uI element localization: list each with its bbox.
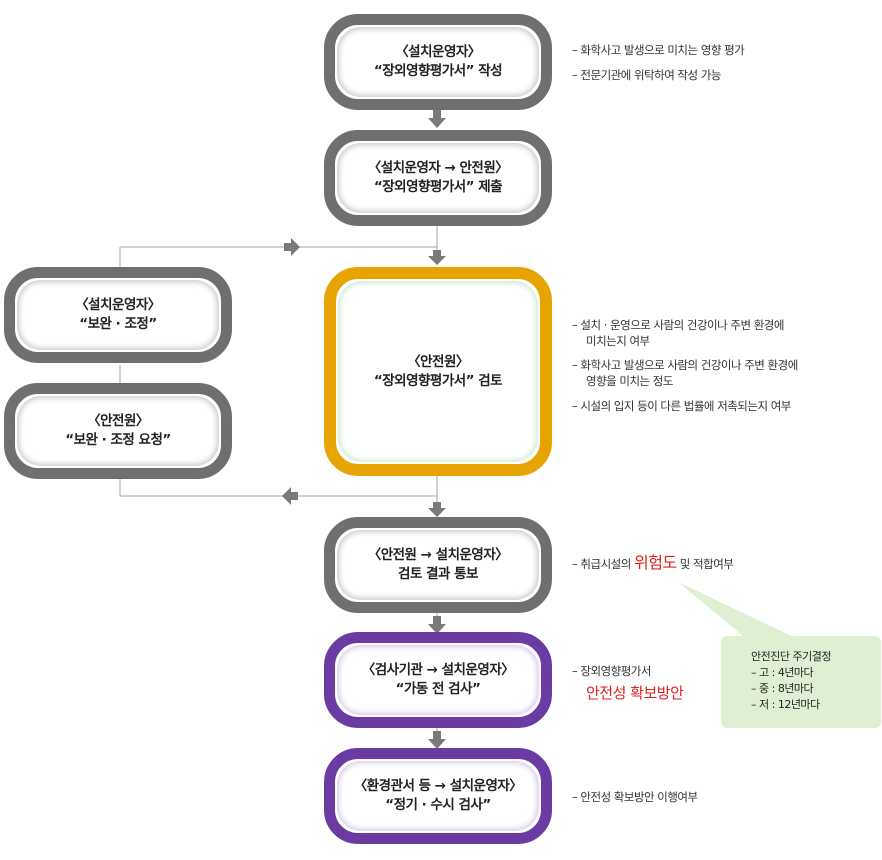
- note-impact-assessment: – 화학사고 발생으로 미치는 영향 평가: [572, 43, 745, 57]
- arrow-heads: [282, 110, 446, 749]
- down-arrow-icon: [428, 250, 446, 265]
- step-submit-report-line1: 〈설치운영자 → 안전원〉: [367, 160, 509, 176]
- note-health-env-2: – 화학사고 발생으로 사람의 건강이나 주변 환경에 영향을 미치는 정도: [572, 357, 798, 389]
- step-regular-inspection-line1: 〈환경관서 등 → 설치운영자〉: [353, 778, 523, 794]
- note-outsourcing: – 전문기관에 위탁하여 작성 가능: [572, 68, 721, 82]
- note-health-env-1-b: 미치는지 여부: [586, 334, 650, 348]
- callout-item-mid: – 중 : 8년마다: [751, 682, 814, 695]
- step-review-report-line2: “장외영향평가서” 검토: [373, 372, 503, 389]
- callout-pointer: [678, 582, 800, 640]
- step-review-report-line1: 〈안전원〉: [407, 353, 469, 370]
- callout-item-high: – 고 : 4년마다: [751, 666, 814, 679]
- note-risk-post: 및 적합여부: [679, 557, 734, 571]
- side-supplement-adjust-line2: “보완 · 조정”: [79, 316, 157, 332]
- down-arrow-icon: [428, 731, 446, 749]
- note-health-env-2-a: – 화학사고 발생으로 사람의 건강이나 주변 환경에: [572, 358, 798, 372]
- note-health-env-1-a: – 설치 · 운영으로 사람의 건강이나 주변 환경에: [572, 318, 784, 332]
- callout-item-low: – 저 : 12년마다: [751, 698, 820, 711]
- step-write-report: 〈설치운영자〉 “장외영향평가서” 작성: [324, 14, 552, 110]
- side-supplement-request-line2: “보완 · 조정 요청”: [65, 432, 171, 448]
- step-review-report: 〈안전원〉 “장외영향평가서” 검토: [324, 267, 552, 476]
- step-write-report-line2: “장외영향평가서” 작성: [373, 63, 503, 79]
- note-risk-pre: – 취급시설의: [572, 557, 631, 571]
- side-supplement-adjust-line1: 〈설치운영자〉: [75, 297, 161, 313]
- callout-title: 안전진단 주기결정: [751, 650, 831, 663]
- step-regular-inspection-line2: “정기 · 수시 검사”: [385, 797, 491, 813]
- step-notify-result-line2: 검토 결과 통보: [398, 566, 478, 582]
- side-supplement-request: 〈안전원〉 “보완 · 조정 요청”: [4, 383, 232, 479]
- side-supplement-adjust: 〈설치운영자〉 “보완 · 조정”: [4, 267, 232, 363]
- step-preoperation-inspection: 〈검사기관 → 설치운영자〉 “가동 전 검사”: [324, 632, 552, 728]
- step-submit-report-line2: “장외영향평가서” 제출: [373, 179, 503, 195]
- down-arrow-icon: [428, 502, 446, 517]
- note-safety-measures: 안전성 확보방안: [586, 684, 684, 702]
- step-submit-report: 〈설치운영자 → 안전원〉 “장외영향평가서” 제출: [324, 130, 552, 226]
- down-arrow-icon: [428, 616, 446, 634]
- step-notify-result-line1: 〈안전원 → 설치운영자〉: [367, 547, 509, 563]
- safety-diagnosis-callout: 안전진단 주기결정 – 고 : 4년마다 – 중 : 8년마다 – 저 : 12…: [721, 636, 881, 728]
- note-health-env-2-b: 영향을 미치는 정도: [586, 374, 673, 388]
- note-risk-suitability: – 취급시설의 위험도 및 적합여부: [572, 553, 734, 572]
- step-notify-result: 〈안전원 → 설치운영자〉 검토 결과 통보: [324, 517, 552, 613]
- note-offsite-report: – 장외영향평가서: [572, 664, 651, 678]
- note-risk-highlight: 위험도: [633, 553, 677, 572]
- step-preoperation-inspection-line1: 〈검사기관 → 설치운영자〉: [361, 662, 515, 678]
- note-health-env-1: – 설치 · 운영으로 사람의 건강이나 주변 환경에 미치는지 여부: [572, 317, 784, 349]
- step-regular-inspection: 〈환경관서 등 → 설치운영자〉 “정기 · 수시 검사”: [324, 748, 552, 844]
- note-implementation: – 안전성 확보방안 이행여부: [572, 790, 698, 804]
- step-preoperation-inspection-line2: “가동 전 검사”: [395, 681, 481, 697]
- down-arrow-icon: [428, 110, 446, 128]
- right-arrow-icon: [284, 238, 300, 256]
- note-location-law: – 시설의 입지 등이 다른 법률에 저촉되는지 여부: [572, 399, 791, 413]
- left-arrow-icon: [282, 487, 298, 505]
- side-supplement-request-line1: 〈안전원〉: [87, 413, 149, 429]
- step-write-report-line1: 〈설치운영자〉: [395, 44, 481, 60]
